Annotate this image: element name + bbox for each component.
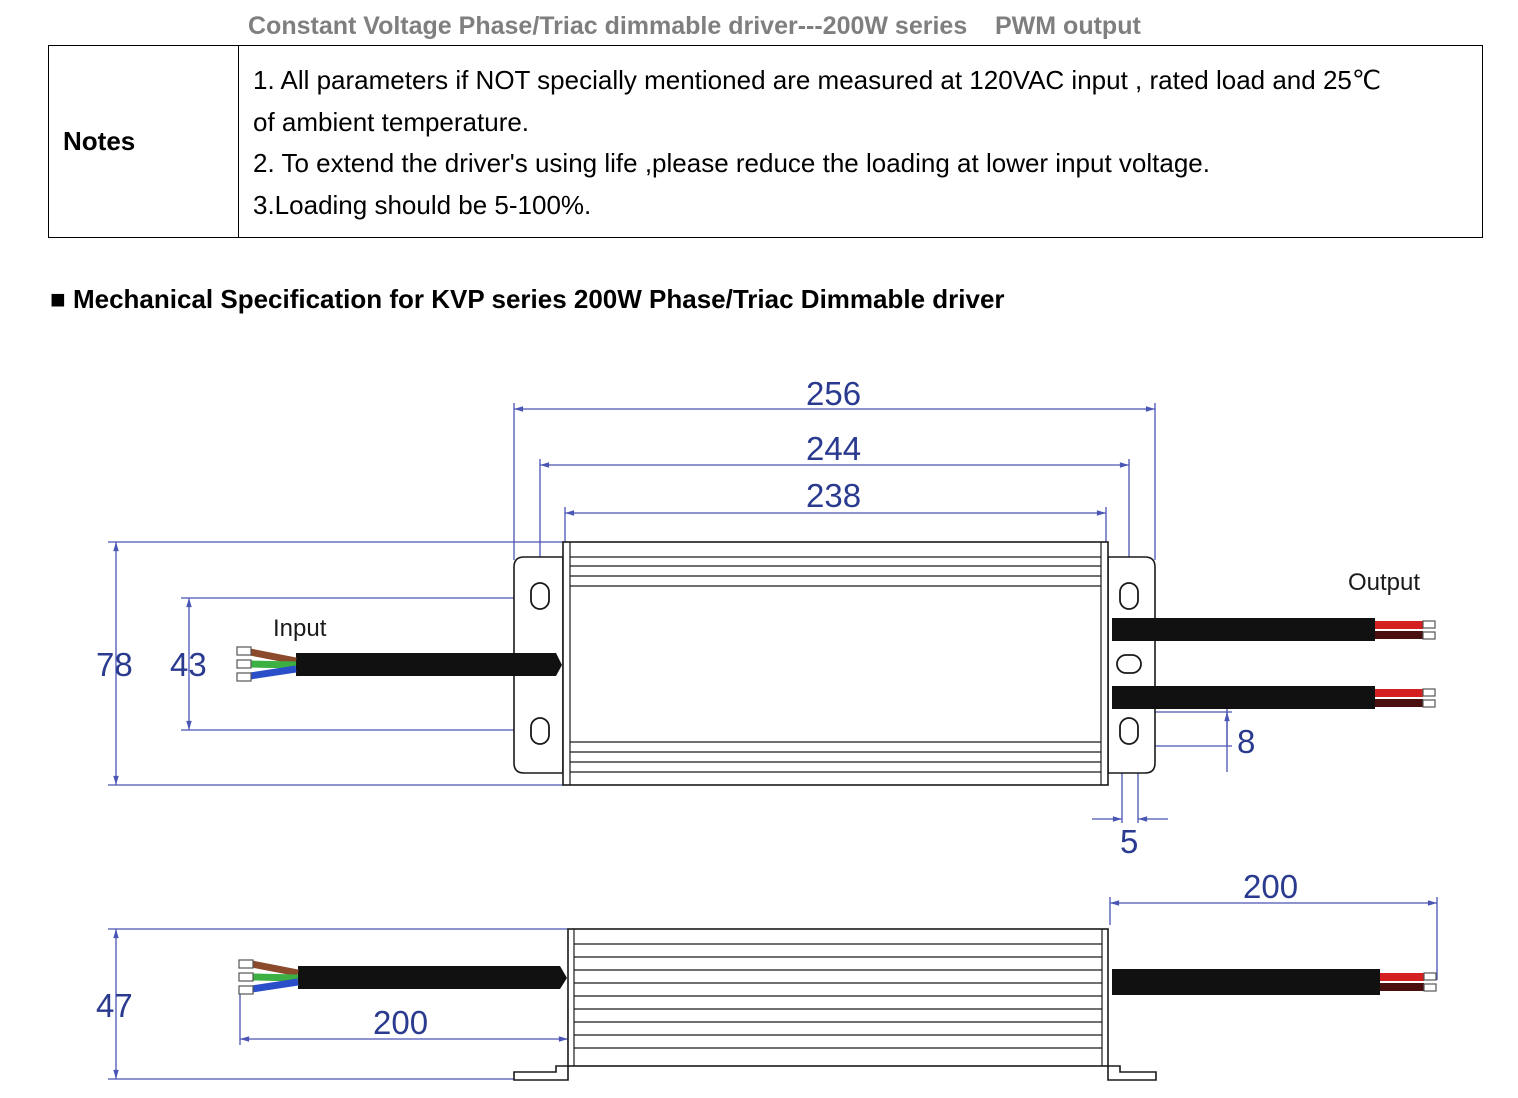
section-heading-text: Mechanical Specification for KVP series … [72, 284, 1005, 314]
output-cables [1112, 618, 1436, 709]
dim-overall-width: 78 [96, 646, 133, 683]
section-heading: ■ Mechanical Specification for KVP serie… [50, 284, 1005, 315]
top-view: Input Output 256 244 238 78 43 8 5 [96, 375, 1436, 860]
note-line-2: of ambient temperature. [253, 106, 530, 137]
output-cable-side [1112, 969, 1437, 995]
note-line-4: 3.Loading should be 5-100%. [253, 189, 592, 220]
dim-input-cable-length: 200 [373, 1004, 428, 1041]
input-cable-side [238, 959, 567, 995]
note-line-3: 2. To extend the driver's using life ,pl… [253, 148, 1210, 178]
note-line-1: 1. All parameters if NOT specially menti… [253, 65, 1382, 95]
notes-label: Notes [49, 46, 239, 237]
notes-body: 1. All parameters if NOT specially menti… [239, 46, 1482, 237]
dim-hole-spacing-width: 43 [170, 646, 207, 683]
input-label: Input [273, 615, 327, 642]
square-bullet-icon: ■ [50, 284, 66, 314]
dim-mount-hole-spacing: 244 [806, 430, 861, 467]
dim-overall-length: 256 [806, 375, 861, 412]
dim-slot-height: 8 [1237, 723, 1255, 760]
input-cable [236, 646, 562, 682]
dim-body-length: 238 [806, 477, 861, 514]
dim-slot-width: 5 [1120, 823, 1138, 860]
page-header-title: Constant Voltage Phase/Triac dimmable dr… [248, 12, 1141, 40]
dim-output-cable-length: 200 [1243, 868, 1298, 905]
dim-height: 47 [96, 987, 133, 1024]
notes-table: Notes 1. All parameters if NOT specially… [48, 45, 1483, 238]
side-view: 200 47 200 [96, 868, 1438, 1081]
output-label: Output [1348, 569, 1420, 596]
